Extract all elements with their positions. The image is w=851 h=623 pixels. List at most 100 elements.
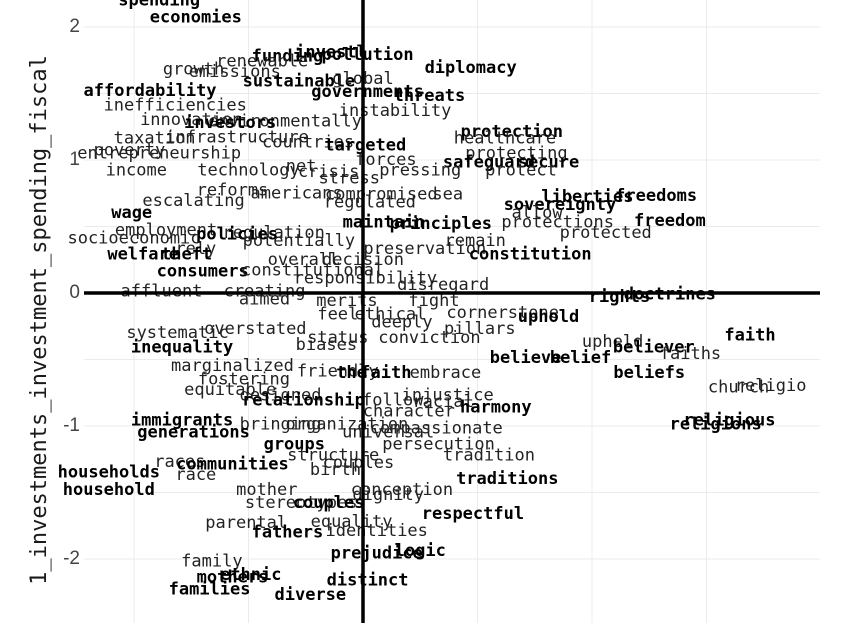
word-label: wage [111,203,152,223]
word-label: pressing [379,161,461,181]
word-label: mothers [197,568,269,588]
word-label: racial [412,392,473,412]
word-label: pollution [322,45,414,65]
word-label: preservation [363,239,486,259]
word-label: marginalized [171,356,294,376]
word-label: the [336,363,367,383]
word-label: employment [115,220,217,240]
word-label: believe [490,348,562,368]
word-label: status [307,328,368,348]
word-label: countries [262,133,354,153]
word-labels: spendingeconomiesinvestlpollutionfunding… [58,0,807,605]
word-label: protected [560,223,652,243]
word-label: immigrants [131,411,233,431]
word-label: parental [205,513,287,533]
word-label: beliefs [613,363,685,383]
word-label: communities [176,455,289,475]
word-label: feel [317,304,358,324]
y-tick-label: 0 [69,282,80,303]
word-label: income [106,161,167,181]
y-tick-label: 2 [69,16,80,37]
word-label: inequality [131,338,233,358]
word-label: diverse [275,585,347,605]
word-label: race [175,465,216,485]
word-label: deeply [371,312,432,332]
word-label: funding [252,46,324,66]
word-label: households [58,463,160,483]
word-label: crisis [298,162,359,182]
word-label: conviction [378,328,480,348]
word-label: conception [351,480,453,500]
word-label: religions [670,415,762,435]
word-label: logic [395,541,446,561]
word-label: belief [550,348,611,368]
word-label: designed [240,385,322,405]
word-label: affordability [83,81,216,101]
word-label: responsibility [294,268,437,288]
word-label: liberties [541,187,633,207]
word-label: growth [163,60,224,80]
word-label: safeguard [443,153,535,173]
word-label: technology [197,161,299,181]
word-label: pillars [444,319,516,339]
y-tick-label: -2 [63,548,80,569]
word-label: socioeconomic [67,228,200,248]
word-label: character [363,401,455,421]
y-axis-title: 1_investments_investment_spending_fiscal [27,55,52,585]
word-label: fostering [198,369,290,389]
word-label: persecution [382,435,495,455]
word-label: ethnic [220,565,281,585]
word-label: races [154,452,205,472]
word-label: family [181,552,242,572]
word-label: disregard [397,275,489,295]
word-label: families [169,580,251,600]
word-label: reforms [197,181,269,201]
word-label: compromised [325,185,438,205]
word-label: compassionate [370,419,503,439]
word-label: universal [342,423,434,443]
word-label: sustainable [243,72,356,92]
word-label: faiths [660,344,721,364]
word-label: welfare [107,244,179,264]
word-label: investors [184,113,276,133]
word-label: overall [268,250,340,270]
word-label: renewable [216,52,308,72]
word-label: harmony [460,397,532,417]
word-label: birth [310,460,361,480]
word-label: constitution [469,244,592,264]
word-label: instability [339,101,452,121]
word-label: protections [501,213,614,233]
word-label: bringing [240,415,322,435]
word-label: ethical [355,304,427,324]
word-label: consumers [157,262,249,282]
word-label: relationship [242,391,365,411]
word-label: protect [485,161,557,181]
word-label: allow [511,203,563,223]
word-label: regulated [324,193,416,213]
word-label: fight [408,291,459,311]
word-label: traditions [456,469,558,489]
word-label: secure [518,153,579,173]
word-label: cornerstone [446,303,559,323]
word-label: threats [394,86,466,106]
word-label: household [63,480,155,500]
word-label: believer [613,338,695,358]
word-label: emissions [189,62,281,82]
word-label: embrace [410,363,482,383]
word-label: religious [683,411,775,431]
word-label: biases [296,335,357,355]
word-label: infrastructure [165,127,308,147]
word-label: entrepreneurship [77,143,241,163]
word-label: targeted [324,135,406,155]
word-label: governments [311,82,424,102]
word-label: faith [724,326,775,346]
word-label: poverty [94,141,166,161]
word-label: sea [432,185,463,205]
word-label: escalating [142,191,244,211]
word-label: distinct [327,570,409,590]
word-label: americans [251,183,343,203]
word-label: remain [444,231,505,251]
word-label: freedoms [615,186,697,206]
